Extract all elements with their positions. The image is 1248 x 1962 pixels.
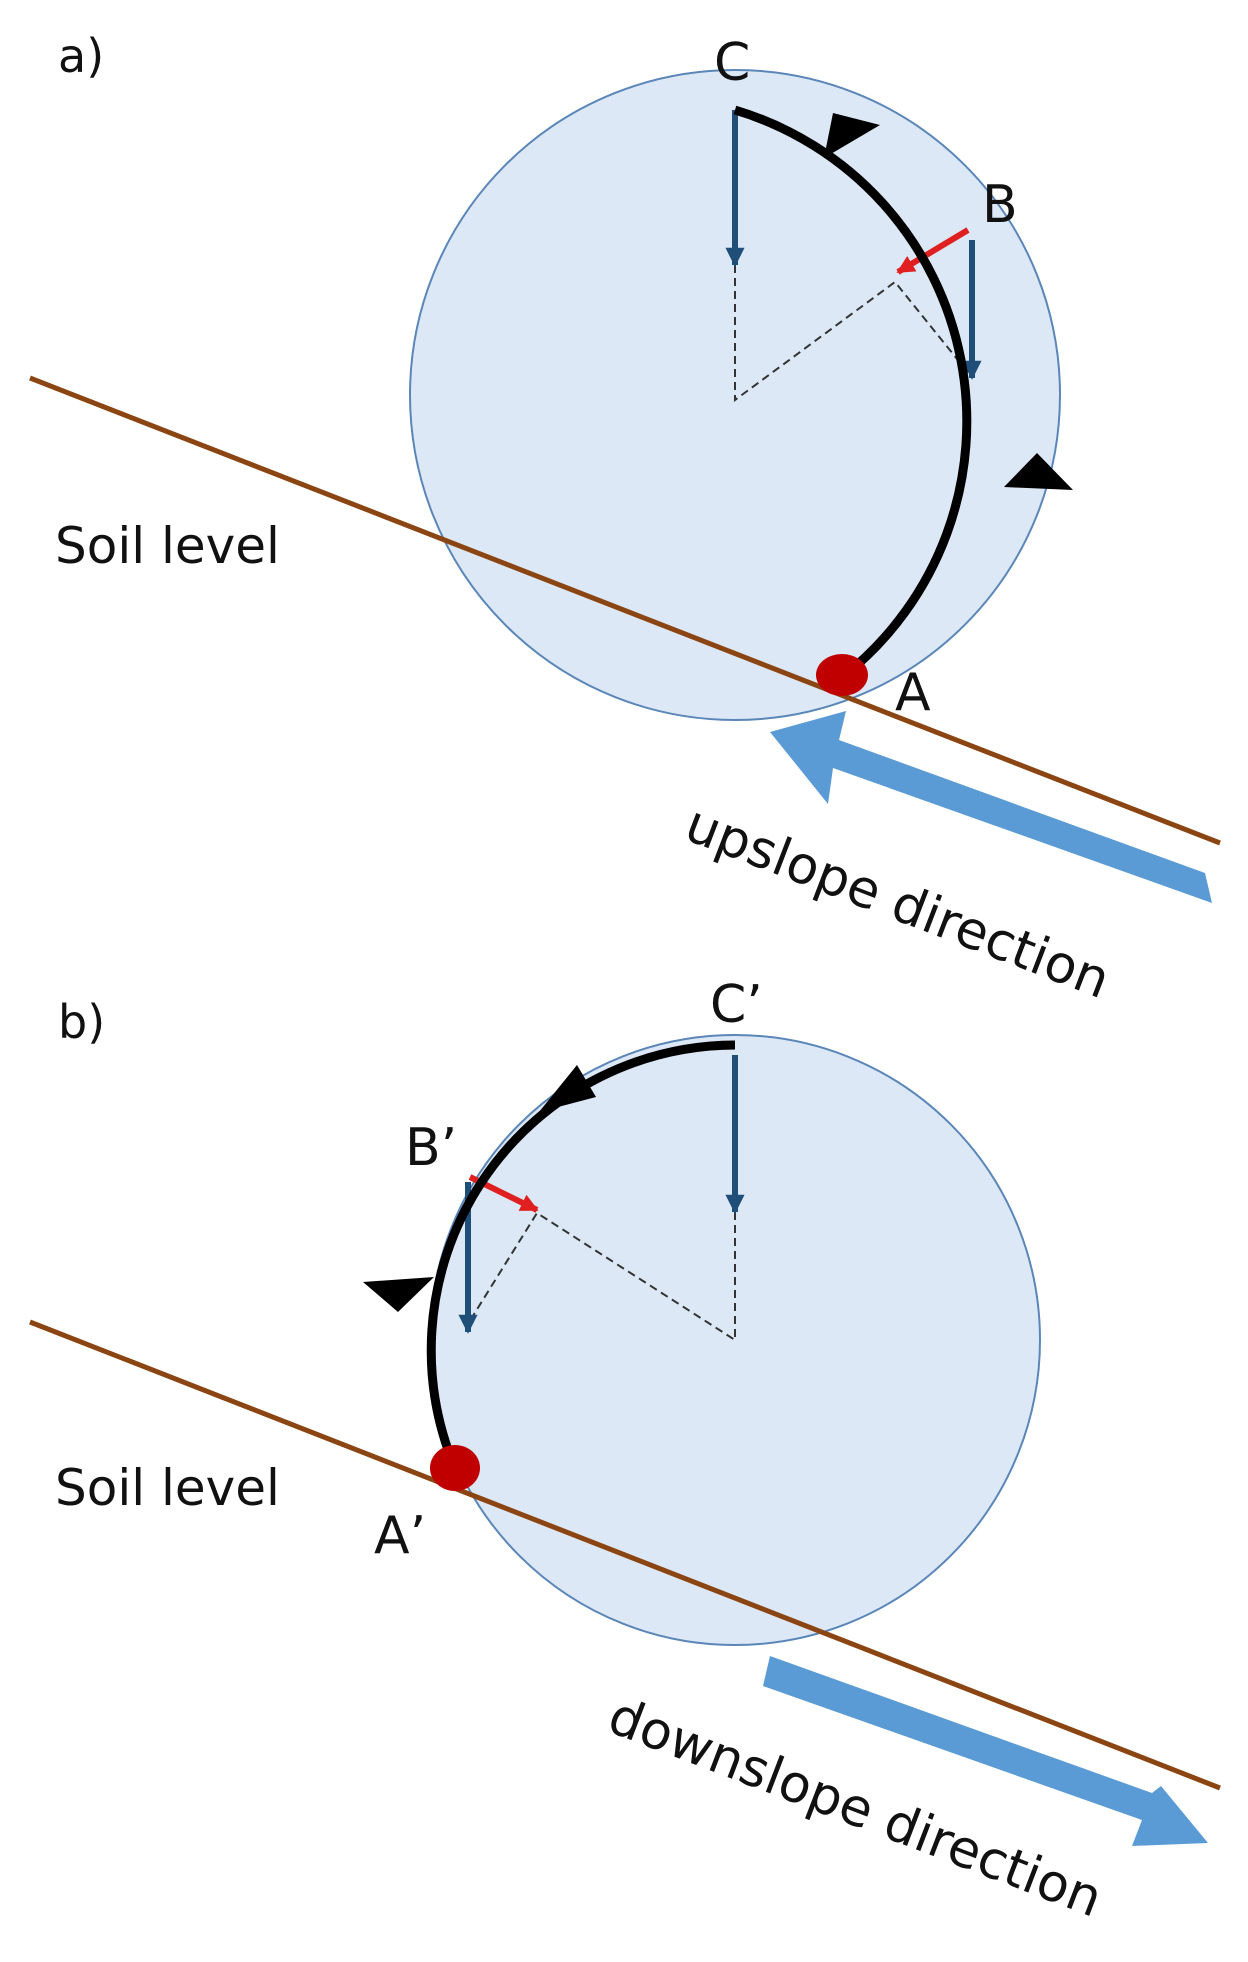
rotation-path-b [426, 1040, 736, 1470]
point-b-prime-label: B’ [405, 1118, 457, 1178]
force-construction-lines-b [465, 1211, 736, 1342]
path-arrowhead-lower-b [363, 1277, 434, 1312]
point-c-label: C [714, 33, 750, 93]
path-arrowhead-lower-a [1004, 453, 1073, 490]
soil-line-b [29, 1319, 1221, 1791]
point-c-prime-label: C’ [710, 975, 763, 1035]
force-construction-lines-a [734, 265, 971, 402]
soil-line-a [29, 375, 1221, 846]
path-arrowhead-upper-a [824, 113, 880, 158]
rotation-path-a [733, 105, 972, 679]
panel-b: b) C’ B’ A’ Soil level downslope directi… [29, 975, 1221, 1930]
contact-point-b [430, 1445, 480, 1491]
contact-point-a [816, 654, 868, 696]
point-b-label: B [982, 175, 1018, 235]
downslope-arrow [763, 1656, 1208, 1846]
soil-level-label-a: Soil level [55, 517, 280, 575]
panel-a-label: a) [58, 29, 104, 83]
panel-a: a) C B A Soil level upslope direction [29, 29, 1221, 1011]
normal-force-arrow-b [896, 227, 970, 275]
point-a-label: A [895, 663, 931, 723]
path-arrowhead-upper-b [539, 1065, 596, 1112]
downslope-direction-label: downslope direction [600, 1686, 1110, 1929]
soil-level-label-b: Soil level [55, 1459, 280, 1517]
point-a-prime-label: A’ [374, 1506, 426, 1566]
panel-b-label: b) [58, 995, 105, 1049]
upslope-arrow [770, 711, 1212, 903]
